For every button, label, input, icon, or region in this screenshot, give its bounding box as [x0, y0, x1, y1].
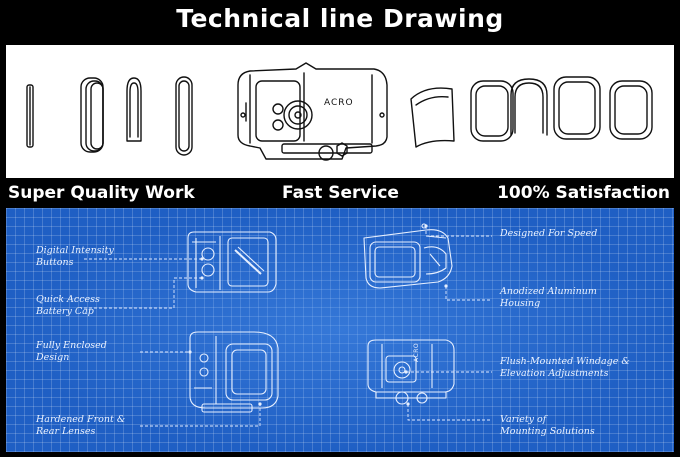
arch-part: [126, 77, 142, 142]
title-bar: Technical line Drawing: [0, 0, 680, 44]
o-ring-part: [175, 76, 193, 156]
tagline-super-quality: Super Quality Work: [8, 183, 195, 203]
tagline-satisfaction: 100% Satisfaction: [497, 183, 670, 203]
sight-front-view-drawing: [363, 223, 453, 289]
gasket-strip-part: [26, 84, 34, 148]
leader-anodized-housing: [445, 286, 492, 301]
label-variety-mounting-solutions: Variety of Mounting Solutions: [500, 414, 595, 437]
sight-body-side-view: [237, 62, 388, 161]
arch-cover-part: [510, 78, 548, 136]
sight-side-view-drawing: [187, 231, 277, 293]
blueprint-panel: ACRO: [6, 208, 674, 452]
outer-frame-part: [553, 76, 601, 140]
leader-hardened-lenses: [140, 404, 261, 427]
line-drawing-panel: ACRO: [6, 45, 674, 178]
label-digital-intensity-buttons: Digital Intensity Buttons: [36, 245, 114, 268]
leader-battery-cap: [84, 277, 202, 309]
boot-frame-part: [470, 80, 514, 142]
label-anodized-aluminum-housing: Anodized Aluminum Housing: [500, 286, 597, 309]
label-flush-mounted-adjustments: Flush-Mounted Windage & Elevation Adjust…: [500, 356, 630, 379]
blueprint-brand-text: ACRO: [413, 343, 420, 362]
label-hardened-lenses: Hardened Front & Rear Lenses: [36, 414, 126, 437]
seal-frame-part: [609, 80, 653, 140]
tagline-fast-service: Fast Service: [282, 183, 399, 203]
leader-lines: [84, 226, 492, 427]
leader-designed-for-speed: [425, 226, 492, 237]
label-quick-access-battery-cap: Quick Access Battery Cap: [36, 294, 100, 317]
label-fully-enclosed-design: Fully Enclosed Design: [36, 340, 107, 363]
label-designed-for-speed: Designed For Speed: [500, 228, 598, 239]
stacked-frame-part: [80, 77, 104, 153]
lens-shield-part: [410, 87, 455, 148]
sight-knob-view-drawing: [367, 339, 455, 405]
blueprint-drawings: ACRO: [84, 223, 492, 427]
exploded-line-drawing: ACRO: [26, 62, 653, 161]
leader-mounting-solutions: [407, 404, 492, 421]
sight-enclosed-view-drawing: [189, 331, 279, 413]
engraved-brand-text: ACRO: [324, 98, 354, 108]
page-title: Technical line Drawing: [176, 4, 504, 33]
leader-endpoints: [188, 224, 448, 406]
